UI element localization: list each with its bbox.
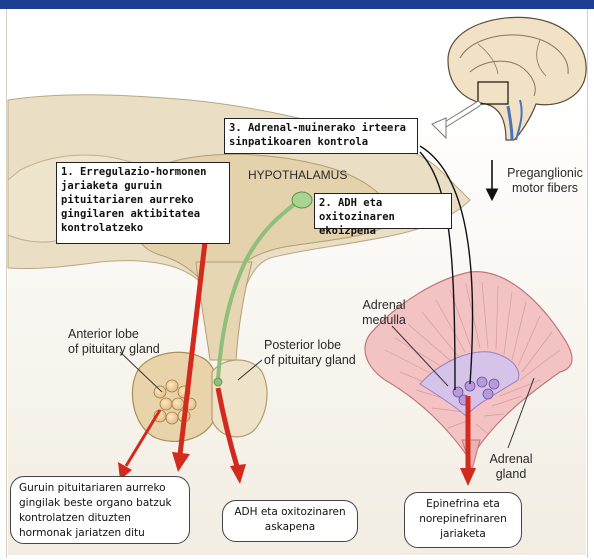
anterior-lobe-shape	[132, 352, 218, 441]
box-1-regulatory-hormones: 1. Erregulazio-hormonen jariaketa guruin…	[56, 162, 230, 244]
box-3-adrenal-medulla-control: 3. Adrenal-muinerako irteera sinpatikoar…	[224, 118, 418, 154]
neuron-terminal	[214, 378, 222, 386]
label-preganglionic: Preganglionic motor fibers	[502, 166, 588, 196]
label-hypothalamus: HYPOTHALAMUS	[248, 168, 347, 183]
label-adrenal-medulla: Adrenal medulla	[352, 298, 416, 328]
box-2-adh-oxytocin: 2. ADH eta oxitozinaren ekoizpena	[314, 193, 452, 229]
neuron-cell-body	[292, 192, 312, 208]
label-adrenal-gland: Adrenal gland	[484, 452, 538, 482]
output-anterior-pituitary: Guruin pituitariaren aurreko gingilak be…	[10, 476, 190, 544]
output-adh-oxytocin-release: ADH eta oxitozinaren askapena	[222, 500, 358, 542]
label-anterior-lobe: Anterior lobe of pituitary gland	[68, 327, 160, 357]
label-posterior-lobe: Posterior lobe of pituitary gland	[264, 338, 356, 368]
output-epinephrine-secretion: Epinefrina eta norepinefrinaren jariaket…	[404, 492, 522, 548]
